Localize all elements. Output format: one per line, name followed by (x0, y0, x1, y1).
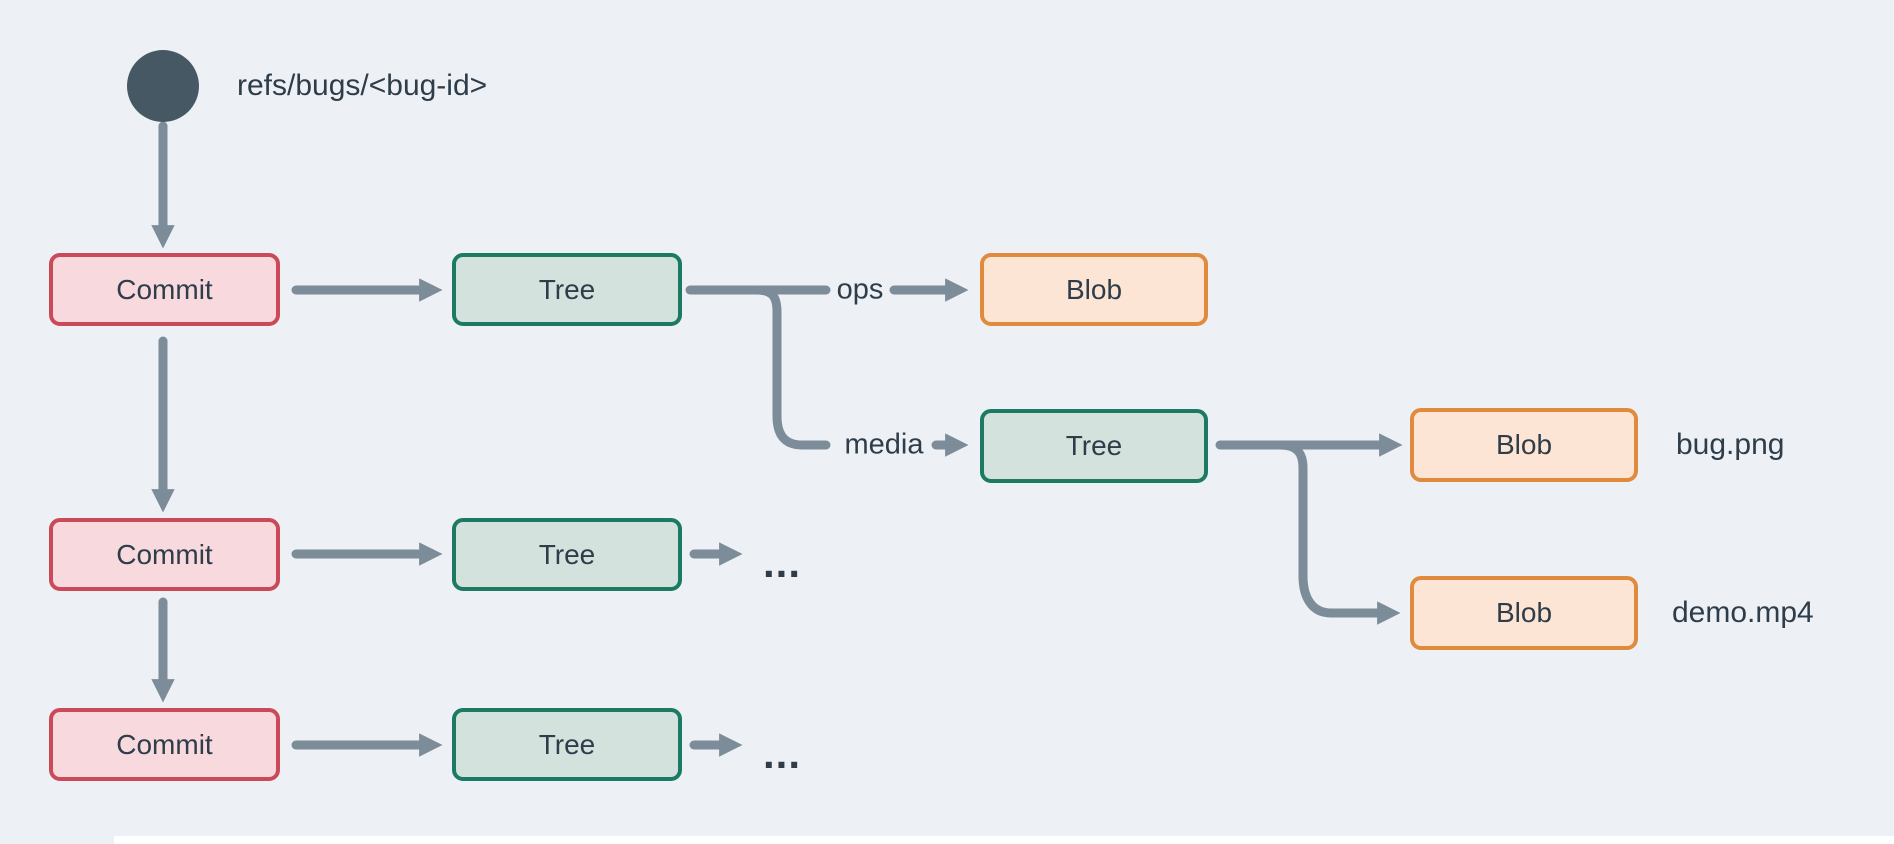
ellipsis-tree3: ... (763, 730, 802, 777)
commit-node-2-label: Commit (116, 538, 213, 570)
commit-node-3-label: Commit (116, 728, 213, 760)
commit-node-1: Commit (49, 253, 280, 326)
commit-node-2: Commit (49, 518, 280, 591)
ref-label: refs/bugs/<bug-id> (237, 69, 488, 102)
tree-node-2-label: Tree (538, 538, 596, 570)
edge-label-ops: ops (836, 273, 884, 306)
edge-label-media: media (844, 428, 924, 461)
tree-node-1-label: Tree (538, 273, 596, 305)
media-tree-node-label: Tree (1065, 430, 1123, 461)
blob-node-bug-png-label: Blob (1495, 429, 1553, 460)
tree-node-1: Tree (452, 253, 682, 326)
ref-node (127, 50, 199, 122)
edge-mediatree-branch-to-blob-demo (1275, 440, 1401, 625)
file-label-demo-mp4: demo.mp4 (1672, 596, 1814, 629)
edge-tree1-branch-to-media (751, 285, 831, 450)
blob-node-ops: Blob (980, 253, 1208, 326)
tree-node-3: Tree (452, 708, 682, 781)
tree-node-2: Tree (452, 518, 682, 591)
tree-node-3-label: Tree (538, 728, 596, 760)
blob-node-demo-mp4: Blob (1410, 576, 1638, 650)
bottom-window-strip (114, 836, 1894, 844)
blob-node-bug-png: Blob (1410, 408, 1638, 482)
commit-node-3: Commit (49, 708, 280, 781)
media-tree-node: Tree (980, 409, 1208, 483)
blob-node-ops-label: Blob (1065, 273, 1123, 305)
file-label-bug-png: bug.png (1676, 428, 1785, 461)
blob-node-demo-mp4-label: Blob (1495, 597, 1553, 628)
ellipsis-tree2: ... (763, 539, 802, 586)
commit-node-1-label: Commit (116, 273, 213, 305)
